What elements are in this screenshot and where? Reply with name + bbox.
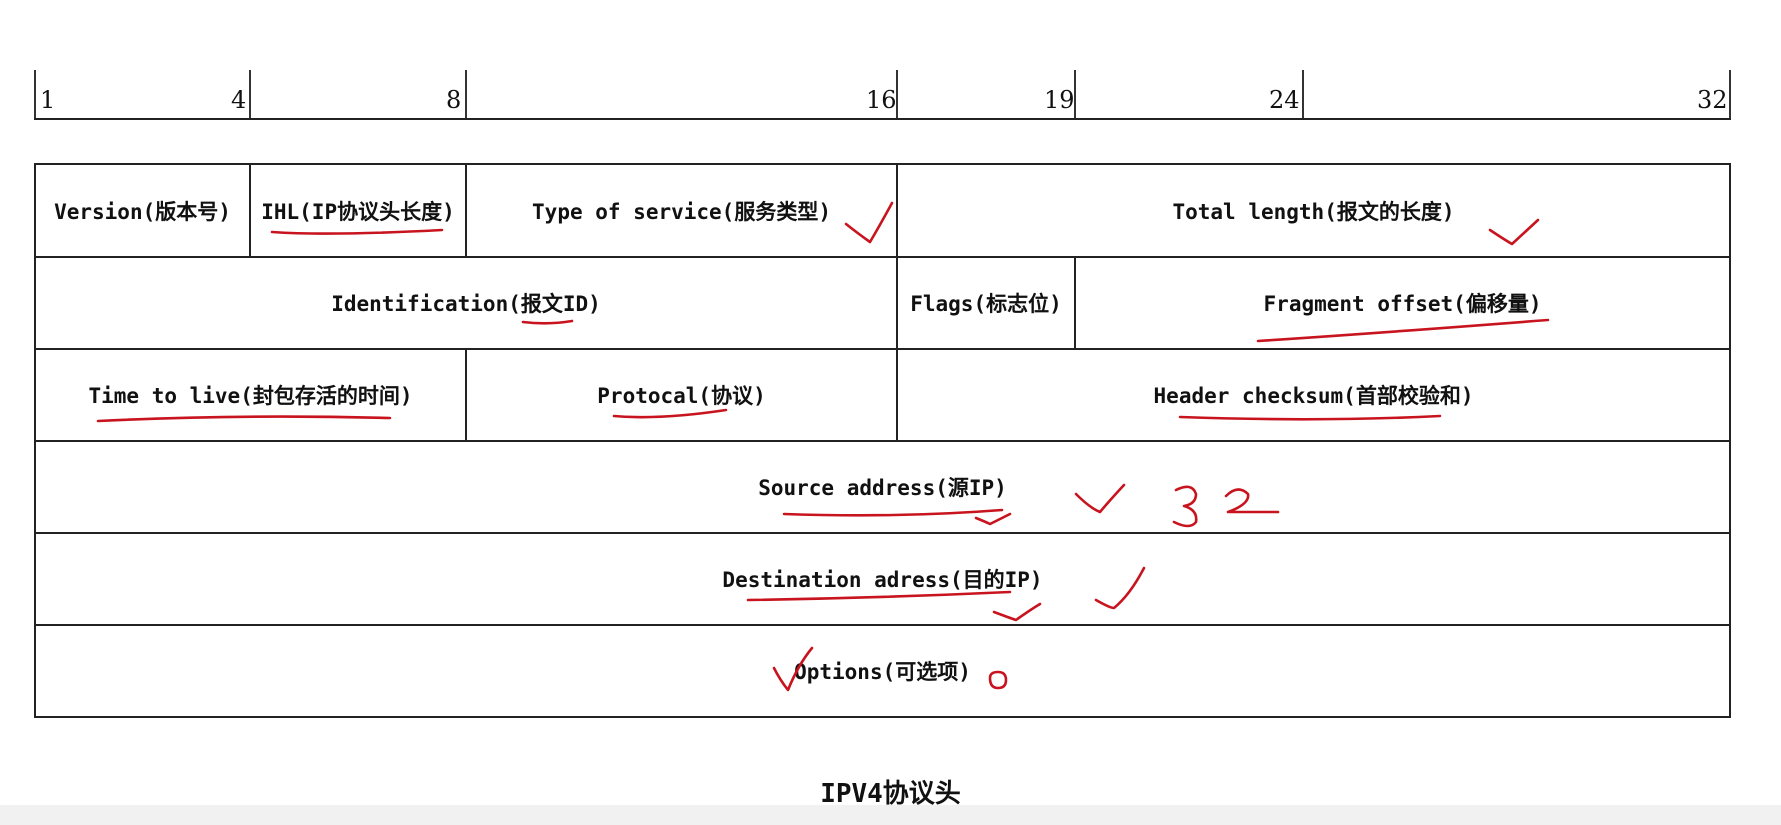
bit-label-32: 32 xyxy=(1697,86,1728,114)
ruler-tick xyxy=(1302,70,1304,118)
field-ihl: IHL(IP协议头长度) xyxy=(251,165,467,258)
field-fragment-offset: Fragment offset(偏移量) xyxy=(1076,258,1729,350)
ruler-tick xyxy=(249,70,251,118)
field-identification: Identification(报文ID) xyxy=(36,258,898,350)
ruler-tick xyxy=(1074,70,1076,118)
bit-label-1: 1 xyxy=(40,86,56,114)
ruler-tick xyxy=(34,70,36,118)
ipv4-header-table: Version(版本号) IHL(IP协议头长度) Type of servic… xyxy=(34,163,1731,718)
field-source-address: Source address(源IP) xyxy=(36,442,1729,534)
bit-ruler: 1 4 8 16 19 24 32 xyxy=(34,70,1731,120)
ruler-tick xyxy=(896,70,898,118)
bit-label-4: 4 xyxy=(231,86,247,114)
field-destination-address: Destination adress(目的IP) xyxy=(36,534,1729,626)
field-header-checksum: Header checksum(首部校验和) xyxy=(898,350,1729,442)
diagram-caption: IPV4协议头 xyxy=(820,779,961,809)
bit-label-24: 24 xyxy=(1269,86,1300,114)
field-version: Version(版本号) xyxy=(36,165,251,258)
field-total-length: Total length(报文的长度) xyxy=(898,165,1729,258)
bottom-strip xyxy=(0,805,1781,825)
bit-label-19: 19 xyxy=(1044,86,1075,114)
field-protocol: Protocal(协议) xyxy=(467,350,898,442)
bit-label-8: 8 xyxy=(446,86,462,114)
bit-label-16: 16 xyxy=(866,86,897,114)
field-flags: Flags(标志位) xyxy=(898,258,1076,350)
field-time-to-live: Time to live(封包存活的时间) xyxy=(36,350,467,442)
field-type-of-service: Type of service(服务类型) xyxy=(467,165,898,258)
field-options: Options(可选项) xyxy=(794,660,971,684)
ruler-tick xyxy=(1729,70,1731,118)
ruler-tick xyxy=(465,70,467,118)
